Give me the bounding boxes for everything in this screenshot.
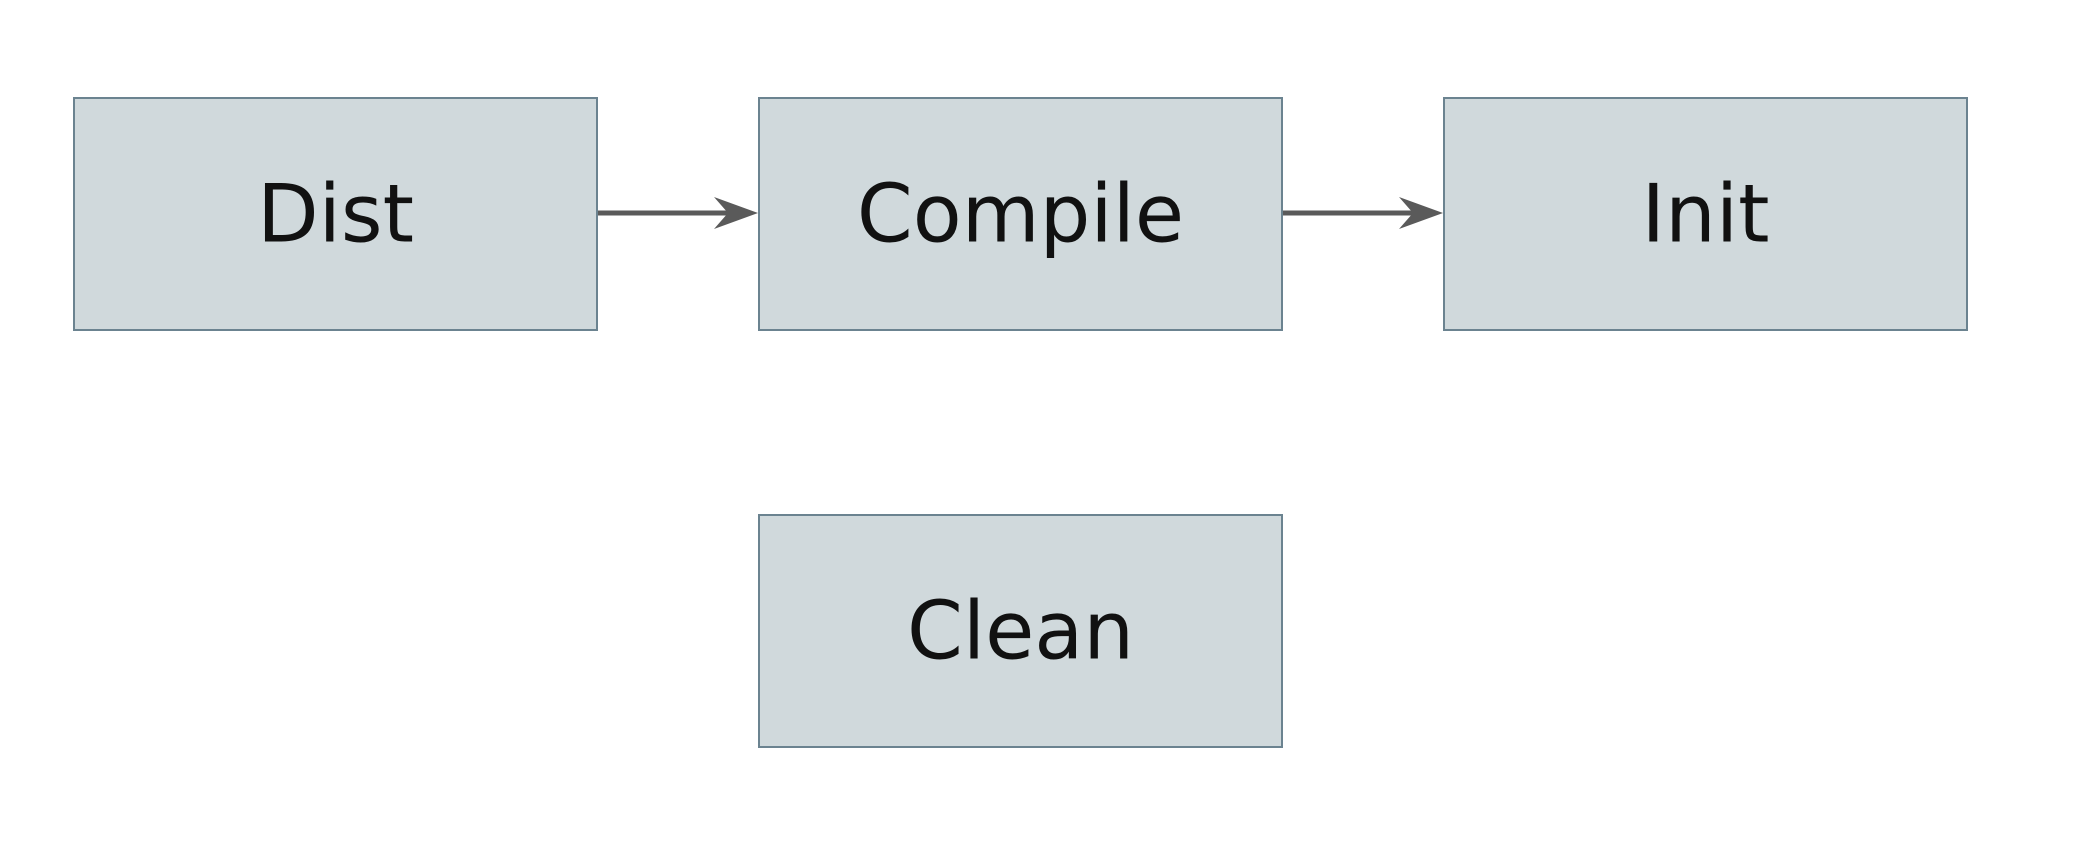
node-label: Compile [857, 168, 1184, 261]
node-clean: Clean [758, 514, 1283, 748]
edge-compile-to-init [1282, 197, 1443, 229]
node-label: Init [1642, 168, 1770, 261]
node-box [758, 514, 1283, 748]
arrowhead-icon [714, 197, 758, 229]
nodes: Dist Compile Init Clean [73, 97, 1968, 748]
edges [597, 197, 1443, 229]
node-compile: Compile [758, 97, 1283, 331]
arrowhead-icon [1399, 197, 1443, 229]
node-box [758, 97, 1283, 331]
edge-dist-to-compile [597, 197, 758, 229]
node-box [1443, 97, 1968, 331]
node-label: Clean [907, 585, 1134, 678]
node-label: Dist [257, 168, 414, 261]
node-dist: Dist [73, 97, 598, 331]
node-box [73, 97, 598, 331]
node-init: Init [1443, 97, 1968, 331]
